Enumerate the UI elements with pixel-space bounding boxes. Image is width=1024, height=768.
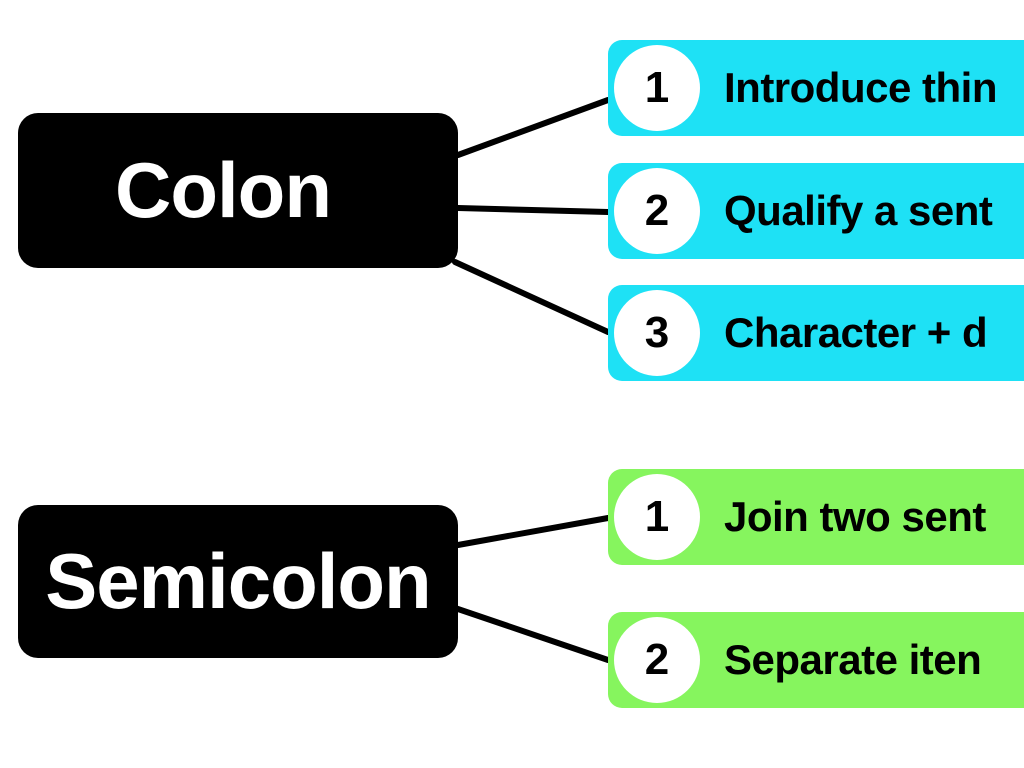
connector-colon-2	[455, 205, 611, 215]
item-text: Separate iten	[724, 636, 982, 683]
item-text: Character + d	[724, 309, 988, 356]
number-badge: 3	[614, 290, 700, 376]
connector-semicolon-2	[452, 605, 611, 663]
colon-item-3: 3 Character + d	[608, 285, 1024, 381]
number-badge: 1	[614, 474, 700, 560]
item-text: Join two sent	[724, 493, 986, 540]
item-text: Introduce thin	[724, 64, 997, 111]
semicolon-item-1: 1 Join two sent	[608, 469, 1024, 565]
colon-label: Colon	[115, 146, 332, 234]
colon-node: Colon	[18, 113, 458, 268]
number-badge: 2	[614, 168, 700, 254]
connector-semicolon-1	[455, 515, 611, 548]
semicolon-label: Semicolon	[45, 537, 431, 625]
connector-colon-1	[455, 97, 611, 158]
semicolon-node: Semicolon	[18, 505, 458, 658]
item-text: Qualify a sent	[724, 187, 993, 234]
colon-item-1: 1 Introduce thin	[608, 40, 1024, 136]
number-badge: 2	[614, 617, 700, 703]
number-badge: 1	[614, 45, 700, 131]
colon-item-2: 2 Qualify a sent	[608, 163, 1024, 259]
semicolon-item-2: 2 Separate iten	[608, 612, 1024, 708]
connector-colon-3	[452, 259, 611, 335]
